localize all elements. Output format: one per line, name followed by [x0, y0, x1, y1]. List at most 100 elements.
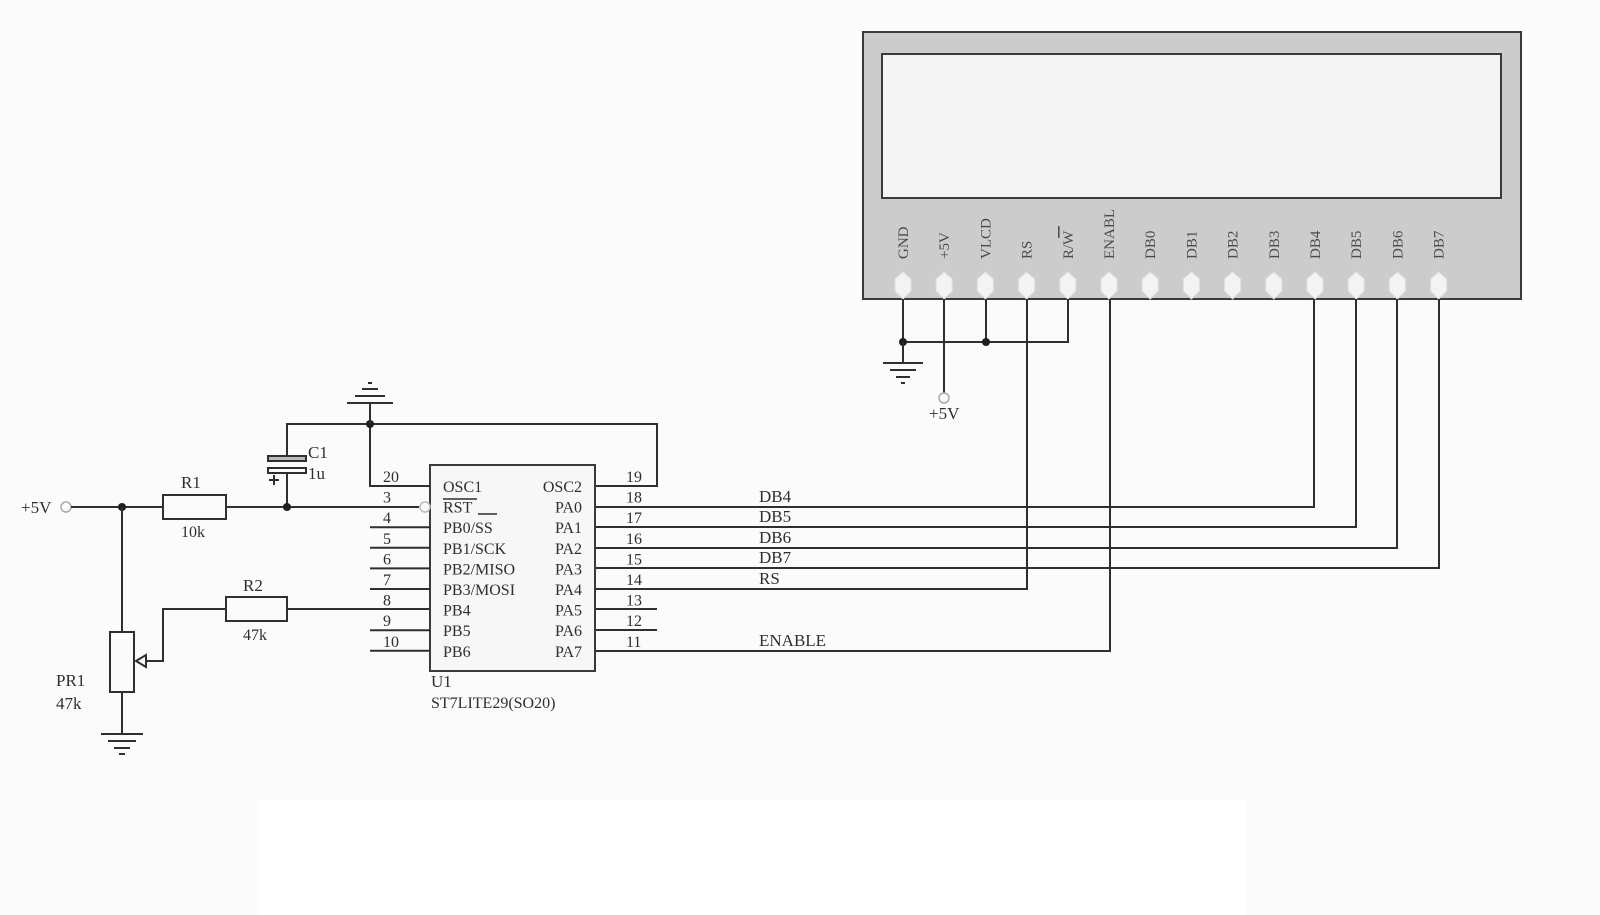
pin-name: PA4	[555, 582, 582, 599]
wiper-arrow-icon	[134, 653, 147, 669]
lcd-pin-pad	[1224, 271, 1242, 300]
pin-name: PB3/MOSI	[443, 582, 515, 599]
lcd-pin-pad	[1306, 271, 1324, 300]
pin-name: OSC1	[443, 479, 482, 496]
pin-name: PA1	[555, 520, 582, 537]
capacitor-c1: C1 1u	[267, 443, 328, 507]
pot-wiring: R2 47k PR1 47k	[56, 507, 430, 755]
pin-name: PA6	[555, 623, 582, 640]
pin-number: 13	[626, 593, 642, 610]
lcd-pin-pad	[1430, 271, 1448, 300]
pin-number: 7	[383, 572, 391, 589]
lcd-pin-label: +5V	[937, 232, 953, 259]
lcd-pin-pad	[1100, 271, 1118, 300]
ground-symbol-pot	[101, 733, 143, 755]
lcd-display-window	[881, 53, 1502, 199]
pin-name: PB2/MISO	[443, 561, 515, 578]
pr1-value: 47k	[56, 694, 82, 713]
lcd-pin-label: DB0	[1143, 231, 1159, 259]
net-db4	[596, 299, 1315, 508]
mcu-part-number: ST7LITE29(SO20)	[431, 695, 555, 712]
reset-wiring: +5V R1 10k	[21, 473, 431, 541]
pin-name: PA2	[555, 541, 582, 558]
lcd-pin-label: DB2	[1226, 231, 1242, 259]
pin-name: PB4	[443, 603, 471, 620]
net-label-db7: DB7	[759, 548, 792, 567]
lcd-pin-pad	[894, 271, 912, 300]
pin-number: 3	[383, 490, 391, 507]
pin-name: PA0	[555, 500, 582, 517]
pin-name: OSC2	[543, 479, 582, 496]
ground-symbol-lcd	[883, 362, 923, 384]
r1-ref: R1	[181, 473, 201, 492]
resistor-r2	[225, 596, 288, 622]
lcd-pin-label: DB6	[1390, 230, 1406, 259]
pin-number: 12	[626, 613, 642, 630]
reset-inversion-bubble	[419, 501, 431, 513]
pin-name: PB5	[443, 623, 471, 640]
lcd-pin-label: DB4	[1308, 230, 1324, 259]
lcd-pin-pad	[1059, 271, 1077, 300]
lcd-pin-pad	[1388, 271, 1406, 300]
pin-number: 14	[626, 572, 642, 589]
lcd-pin-label: DB3	[1267, 231, 1283, 259]
lcd-pin-label: VLCD	[978, 218, 994, 259]
pin-name: PA7	[555, 644, 582, 661]
lcd-pin-pad	[1141, 271, 1159, 300]
lcd-pin-label: ENABL	[1102, 209, 1118, 259]
blank-panel	[260, 800, 1245, 915]
pin-name: RST	[443, 500, 473, 517]
pin-number: 11	[626, 634, 641, 651]
lcd-pin-label: RS	[1020, 241, 1036, 259]
pin-number: 6	[383, 551, 391, 568]
lcd-pin-label: GND	[896, 226, 912, 259]
power-terminal	[60, 501, 72, 513]
lcd-pin-label: DB5	[1349, 231, 1365, 259]
pin-number: 17	[626, 510, 642, 527]
net-label-db5: DB5	[759, 507, 791, 526]
pin-name: PA3	[555, 561, 582, 578]
power-terminal-lcd	[938, 392, 950, 404]
r2-value: 47k	[243, 627, 267, 644]
lcd-pin-label: DB1	[1184, 231, 1200, 259]
r1-value: 10k	[181, 524, 205, 541]
junction-dot	[982, 338, 990, 346]
pin-number: 8	[383, 593, 391, 610]
pin-name: PB0/SS	[443, 520, 493, 537]
pin-number: 4	[383, 510, 391, 527]
lcd-module: GND +5V VLCD RS R/W ENABL DB0 DB1 DB2 DB3 DB4 DB5 DB…	[862, 31, 1522, 300]
pr1-ref: PR1	[56, 671, 85, 690]
pin-number: 16	[626, 531, 642, 548]
net-label-db6: DB6	[759, 528, 791, 547]
net-rs	[596, 299, 1028, 590]
pin-name: PB1/SCK	[443, 541, 507, 558]
net-label-enable: ENABLE	[759, 631, 826, 650]
net-db6	[596, 299, 1398, 549]
potentiometer-pr1	[109, 631, 135, 693]
lcd-pin-pad	[935, 271, 953, 300]
net-enable	[596, 299, 1111, 652]
net-label-db4: DB4	[759, 487, 792, 506]
pin-number: 18	[626, 490, 642, 507]
ground-symbol-top	[347, 382, 393, 404]
osc-wiring	[286, 382, 658, 487]
lcd-pin-label: R/W	[1061, 230, 1077, 259]
lcd-pin-label: DB7	[1432, 230, 1448, 259]
c1-value: 1u	[308, 464, 326, 483]
lcd-pin-pad	[1182, 271, 1200, 300]
lcd-pin-pad	[1347, 271, 1365, 300]
lcd-vcc-label: +5V	[929, 404, 960, 423]
lcd-pin-pad	[1265, 271, 1283, 300]
pin-number: 15	[626, 551, 642, 568]
lcd-pin-pad	[976, 271, 994, 300]
junction-dot	[283, 503, 291, 511]
net-db5	[596, 299, 1357, 528]
r2-ref: R2	[243, 576, 263, 595]
signal-wiring	[596, 299, 1440, 652]
vcc-label: +5V	[21, 498, 52, 517]
pin-number: 5	[383, 531, 391, 548]
lcd-pin-pad	[1018, 271, 1036, 300]
pin-number: 20	[383, 469, 399, 486]
lcd-ground-wiring: +5V	[883, 299, 1069, 423]
